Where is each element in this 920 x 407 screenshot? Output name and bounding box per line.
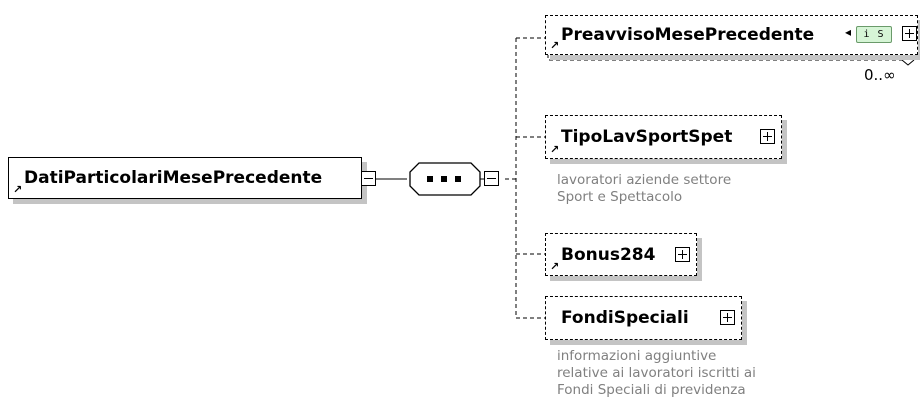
element-name: TipoLavSportSpet — [561, 127, 733, 147]
annotation-line: Fondi Speciali di previdenza — [557, 382, 746, 398]
annotation-line: relative ai lavoratori iscritti ai — [557, 365, 756, 381]
reference-arrow-icon: ↗ — [550, 39, 560, 52]
annotation-line: Sport e Spettacolo — [557, 189, 683, 205]
repeat-stack-indicator — [547, 54, 907, 61]
element-name: PreavvisoMesePrecedente — [561, 25, 815, 45]
cardinality-label: 0..∞ — [864, 66, 896, 84]
element-name: Bonus284 — [561, 244, 656, 265]
element-name: FondiSpeciali — [561, 308, 689, 328]
element-node-preavviso[interactable]: ↗ PreavvisoMesePrecedente — [545, 15, 918, 55]
collapse-sequence-button[interactable] — [484, 171, 499, 186]
expand-bonus-button[interactable] — [675, 247, 690, 262]
element-node-tipolav[interactable]: ↗ TipoLavSportSpet — [545, 115, 782, 159]
annotation-line: lavoratori aziende settore — [557, 172, 732, 188]
annotation-tipolav: lavoratori aziende settore Sport e Spett… — [557, 172, 731, 206]
type-link-icon: ◂ — [845, 25, 852, 39]
element-node-bonus[interactable]: ↗ Bonus284 — [545, 233, 697, 276]
reference-arrow-icon: ↗ — [13, 183, 23, 196]
root-element-name: DatiParticolariMesePrecedente — [24, 168, 323, 188]
simple-type-badge: i S — [856, 26, 892, 43]
annotation-line: informazioni aggiuntive — [557, 348, 717, 364]
annotation-fondi: informazioni aggiuntive relative ai lavo… — [557, 348, 756, 399]
root-element-node[interactable]: ↗ DatiParticolariMesePrecedente — [8, 157, 362, 199]
sequence-compositor-icon — [427, 176, 461, 182]
collapse-root-button[interactable] — [361, 171, 376, 186]
element-node-fondi[interactable]: FondiSpeciali — [545, 296, 742, 340]
repeat-chevron — [901, 59, 915, 66]
reference-arrow-icon: ↗ — [550, 143, 560, 156]
reference-arrow-icon: ↗ — [550, 260, 560, 273]
expand-preavviso-button[interactable] — [902, 26, 917, 41]
expand-tipolav-button[interactable] — [760, 129, 775, 144]
expand-fondi-button[interactable] — [720, 310, 735, 325]
